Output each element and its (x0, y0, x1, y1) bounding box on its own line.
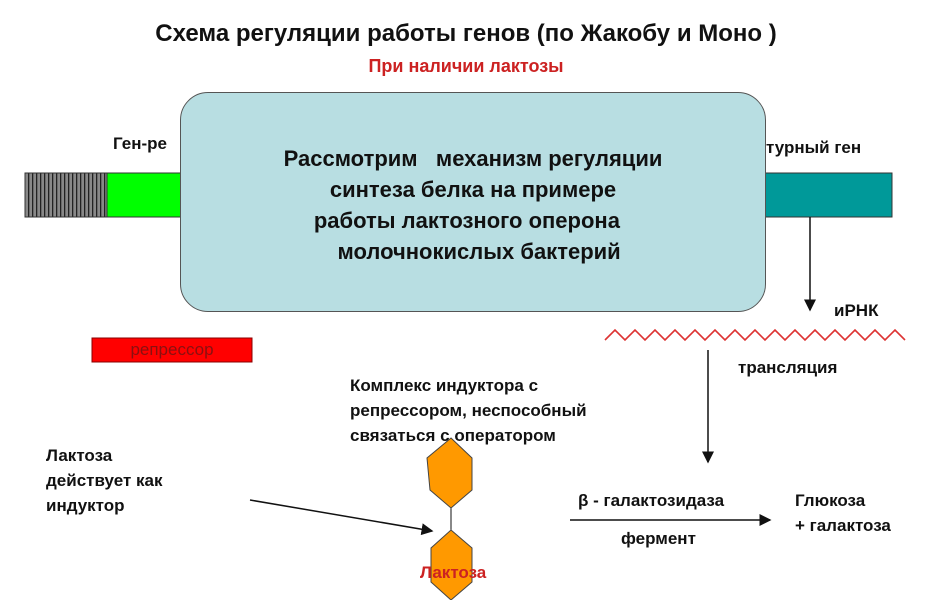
overlay-text-box: Рассмотрим механизм регуляции синтеза бе… (180, 92, 766, 312)
enzyme-name-label: β - галактозидаза (578, 491, 725, 510)
inductor-hexagon (426, 437, 473, 509)
promoter-segment (24, 172, 108, 218)
products-label: Глюкоза+ галактоза (795, 491, 891, 535)
lactose-label: Лактоза (420, 563, 487, 582)
structural-gene-segment (759, 172, 893, 218)
slide-title: Схема регуляции работы генов (по Жакобу … (155, 20, 777, 47)
structural-gene-label: турный ген (766, 138, 862, 157)
overlay-line: синтеза белка на примере (329, 177, 617, 202)
enzyme-label: фермент (621, 529, 696, 548)
overlay-line: работы лактозного оперона (313, 208, 633, 233)
inducer-arrow (249, 499, 434, 536)
translation-label: трансляция (738, 358, 838, 377)
regulator-gene-segment (106, 172, 188, 218)
repressor-label: репрессор (130, 340, 214, 359)
overlay-line: молочнокислых бактерий (325, 239, 621, 264)
mrna-wave (604, 328, 906, 342)
mrna-label: иРНК (834, 301, 879, 320)
regulator-gene-label: Ген-ре (113, 134, 167, 153)
slide-subtitle: При наличии лактозы (368, 56, 564, 76)
overlay-line: Рассмотрим механизм регуляции (283, 146, 663, 171)
lactose-hexagon (430, 529, 473, 600)
repressor-bar (91, 337, 253, 363)
